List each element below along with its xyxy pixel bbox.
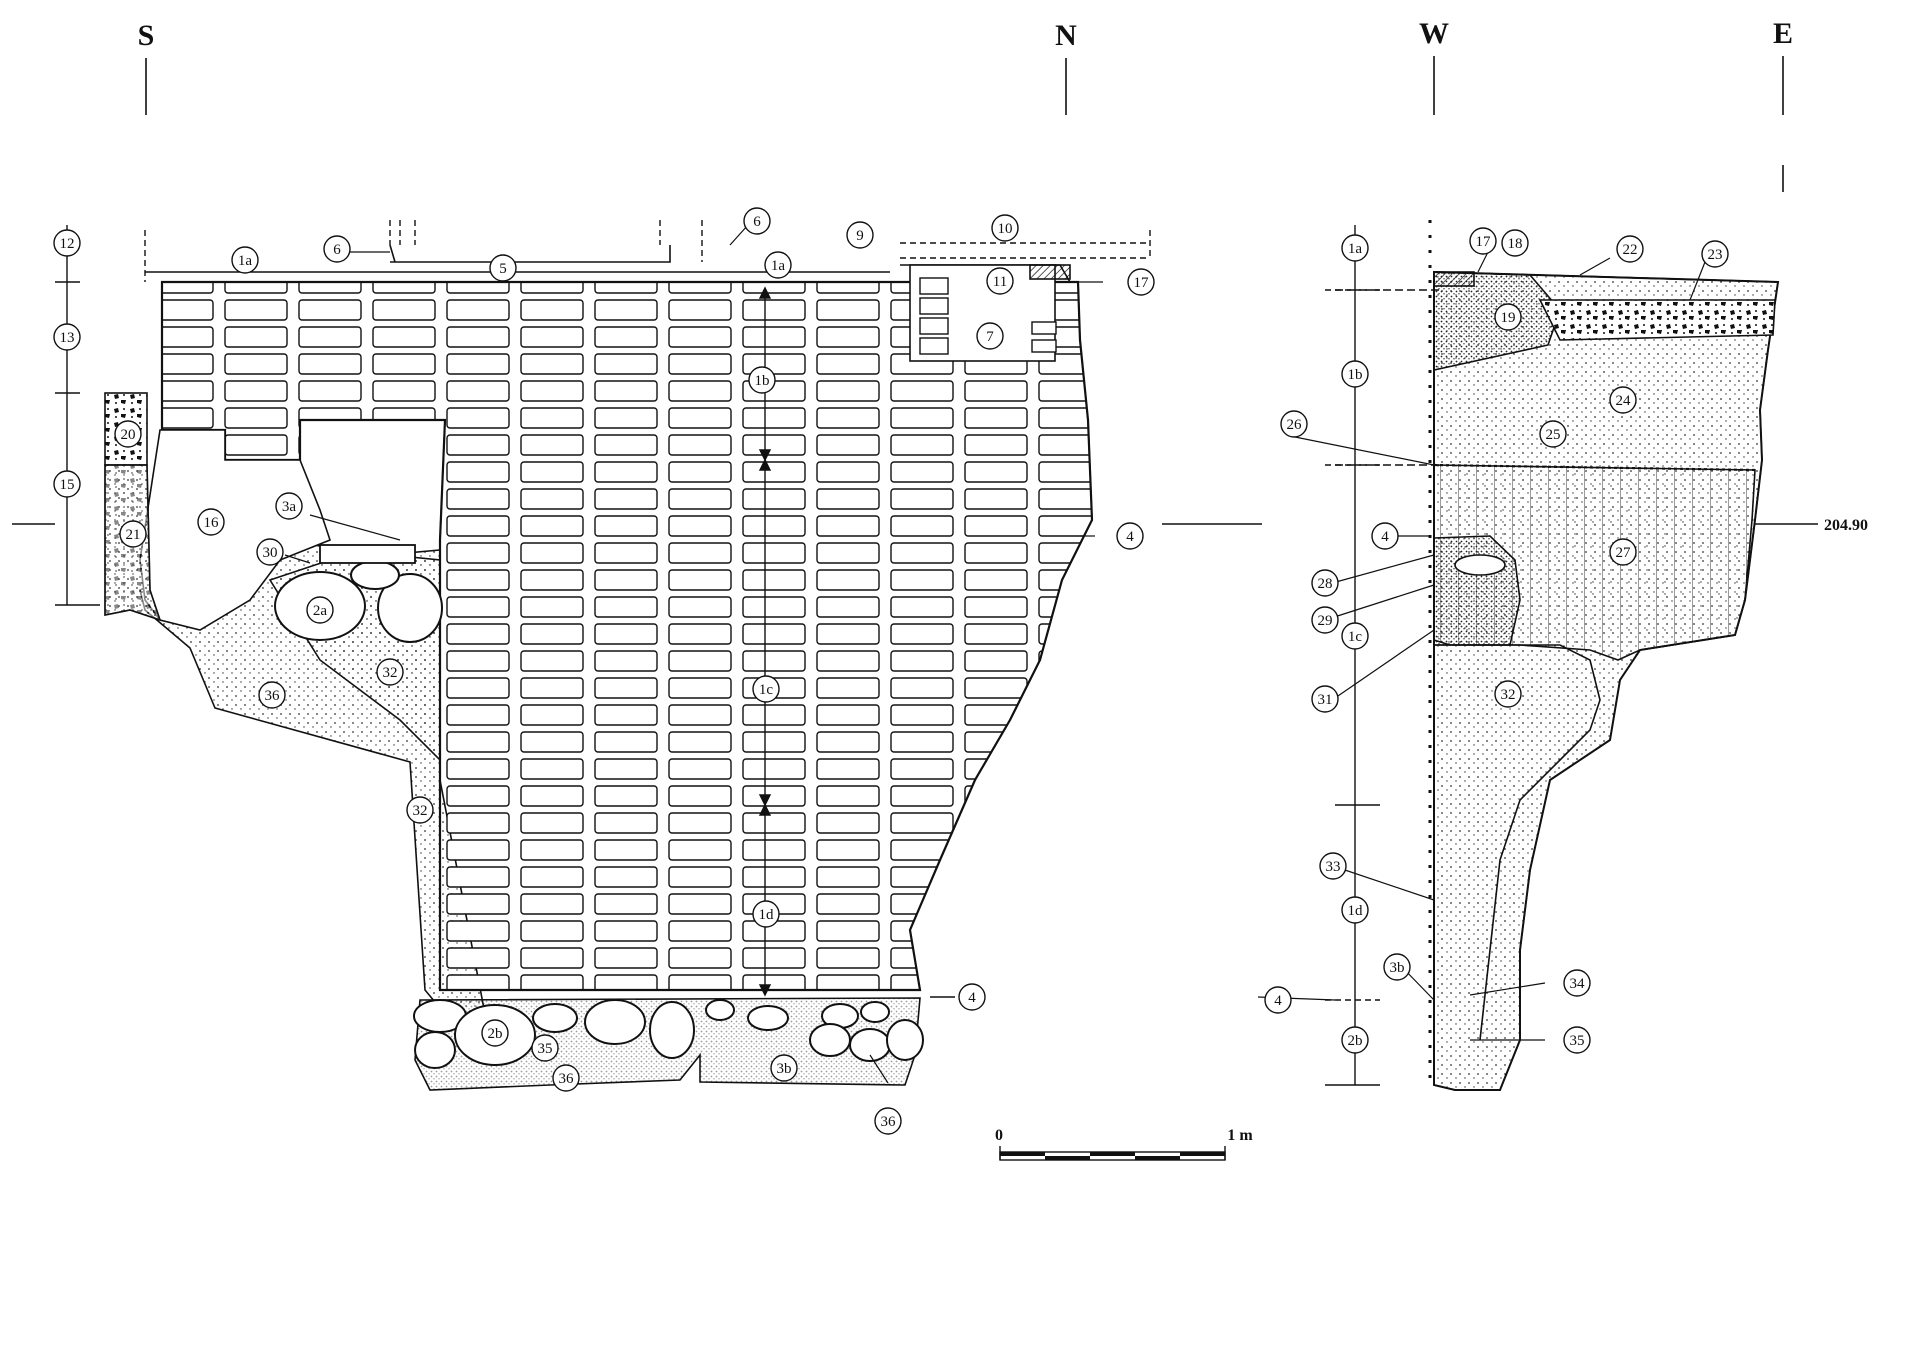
label-20: 20 bbox=[121, 427, 136, 443]
right-label-34: 34 bbox=[1570, 976, 1586, 992]
elevation-label: 204.90 bbox=[1824, 517, 1868, 534]
label-11: 11 bbox=[993, 274, 1007, 290]
label-36-right: 36 bbox=[881, 1114, 897, 1130]
right-label-19: 19 bbox=[1501, 310, 1516, 326]
right-label-28: 28 bbox=[1318, 576, 1333, 592]
right-label-33: 33 bbox=[1326, 859, 1341, 875]
label-1d: 1d bbox=[759, 907, 775, 923]
scale-start: 0 bbox=[995, 1127, 1003, 1144]
right-label-31: 31 bbox=[1318, 692, 1333, 708]
right-soil-body bbox=[1433, 271, 1779, 1091]
depth-label-15: 15 bbox=[60, 477, 75, 493]
depth-label-13: 13 bbox=[60, 330, 75, 346]
right-label-25: 25 bbox=[1546, 427, 1561, 443]
left-depth-scale bbox=[55, 225, 100, 606]
label-2a: 2a bbox=[313, 603, 328, 619]
depth-label-12: 12 bbox=[60, 236, 75, 252]
right-label-18: 18 bbox=[1508, 236, 1523, 252]
right-label-27: 27 bbox=[1616, 545, 1632, 561]
label-4-upper: 4 bbox=[1126, 529, 1134, 545]
layer-17-hatched bbox=[1029, 264, 1071, 280]
label-1a-center: 1a bbox=[771, 258, 786, 274]
right-label-23: 23 bbox=[1708, 247, 1723, 263]
label-32-lower: 32 bbox=[413, 803, 428, 819]
right-labels: 1a 1b 1c 1d 2b 3b 4 4 17 18 19 22 23 24 … bbox=[1264, 227, 1729, 1054]
right-depth-2b: 2b bbox=[1348, 1033, 1363, 1049]
label-36-bottom: 36 bbox=[559, 1071, 575, 1087]
label-5: 5 bbox=[499, 261, 507, 277]
right-depth-1c: 1c bbox=[1348, 629, 1363, 645]
orientation-west: W bbox=[1419, 17, 1449, 50]
orientation-ticks bbox=[145, 56, 1784, 192]
right-label-17: 17 bbox=[1476, 234, 1492, 250]
right-label-24: 24 bbox=[1616, 393, 1632, 409]
right-depth-1b: 1b bbox=[1348, 367, 1363, 383]
right-label-4-lower: 4 bbox=[1274, 993, 1282, 1009]
right-depth-1a: 1a bbox=[1348, 241, 1363, 257]
label-36-left: 36 bbox=[265, 688, 281, 704]
label-10: 10 bbox=[998, 221, 1013, 237]
right-label-32: 32 bbox=[1501, 687, 1516, 703]
label-7: 7 bbox=[986, 329, 994, 345]
label-21: 21 bbox=[126, 527, 141, 543]
label-1c: 1c bbox=[759, 682, 774, 698]
right-section bbox=[1428, 220, 1818, 1091]
label-6-right: 6 bbox=[753, 214, 761, 230]
right-label-35: 35 bbox=[1570, 1033, 1585, 1049]
label-3b: 3b bbox=[777, 1061, 792, 1077]
label-4-lower: 4 bbox=[968, 990, 976, 1006]
right-depth-scale bbox=[1325, 225, 1440, 1086]
orientation-north: N bbox=[1055, 19, 1077, 52]
label-2b: 2b bbox=[488, 1026, 503, 1042]
left-section bbox=[12, 220, 1262, 1091]
label-32-upper: 32 bbox=[383, 665, 398, 681]
label-1a: 1a bbox=[238, 253, 253, 269]
label-30: 30 bbox=[263, 545, 278, 561]
left-labels: 12 13 15 1a 1a 1b 1c 1d 2a 2b 3a 3b 4 4 … bbox=[53, 207, 1155, 1135]
label-35: 35 bbox=[538, 1041, 553, 1057]
right-label-26: 26 bbox=[1287, 417, 1303, 433]
label-6-left: 6 bbox=[333, 242, 341, 258]
right-label-4-upper: 4 bbox=[1381, 529, 1389, 545]
scale-end: 1 m bbox=[1227, 1127, 1253, 1144]
orientation-south: S bbox=[138, 19, 155, 52]
right-label-22: 22 bbox=[1623, 242, 1638, 258]
label-1b: 1b bbox=[755, 373, 770, 389]
scale-bar: 0 1 m bbox=[995, 1127, 1253, 1161]
right-label-3b: 3b bbox=[1390, 960, 1405, 976]
label-9: 9 bbox=[856, 228, 864, 244]
vertical-measure-line bbox=[758, 286, 772, 997]
right-label-29: 29 bbox=[1318, 613, 1333, 629]
layer-23 bbox=[1538, 299, 1776, 341]
layer-28-29-lens bbox=[1433, 535, 1521, 646]
orientation-east: E bbox=[1773, 17, 1793, 50]
label-17: 17 bbox=[1134, 275, 1150, 291]
right-depth-1d: 1d bbox=[1348, 903, 1364, 919]
label-16: 16 bbox=[204, 515, 220, 531]
layer-17-right bbox=[1433, 271, 1475, 287]
label-3a: 3a bbox=[282, 499, 297, 515]
